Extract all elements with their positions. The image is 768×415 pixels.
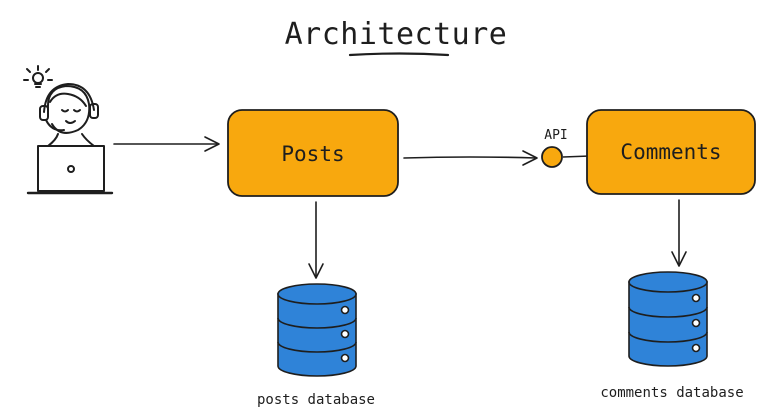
posts-node-label: Posts	[281, 142, 344, 166]
lightbulb-icon	[23, 65, 53, 88]
api-connector-dot	[541, 146, 563, 168]
comments-node-label: Comments	[620, 140, 721, 164]
arrow-comments-to-database	[671, 199, 687, 267]
comments-node[interactable]: Comments	[586, 109, 756, 195]
api-connector: API	[541, 128, 591, 168]
posts-database-icon	[277, 283, 357, 377]
posts-database-label: posts database	[257, 392, 375, 408]
arrow-posts-to-database	[308, 201, 324, 279]
user-at-laptop-icon	[23, 65, 114, 195]
comments-database-icon	[628, 271, 708, 367]
arrow-user-to-posts	[113, 136, 220, 152]
title-underline	[348, 52, 450, 57]
arrow-posts-to-api	[403, 150, 538, 166]
comments-database-label: comments database	[600, 385, 743, 401]
posts-node[interactable]: Posts	[227, 109, 399, 197]
diagram-title: Architecture	[285, 17, 508, 52]
api-label: API	[544, 128, 567, 143]
